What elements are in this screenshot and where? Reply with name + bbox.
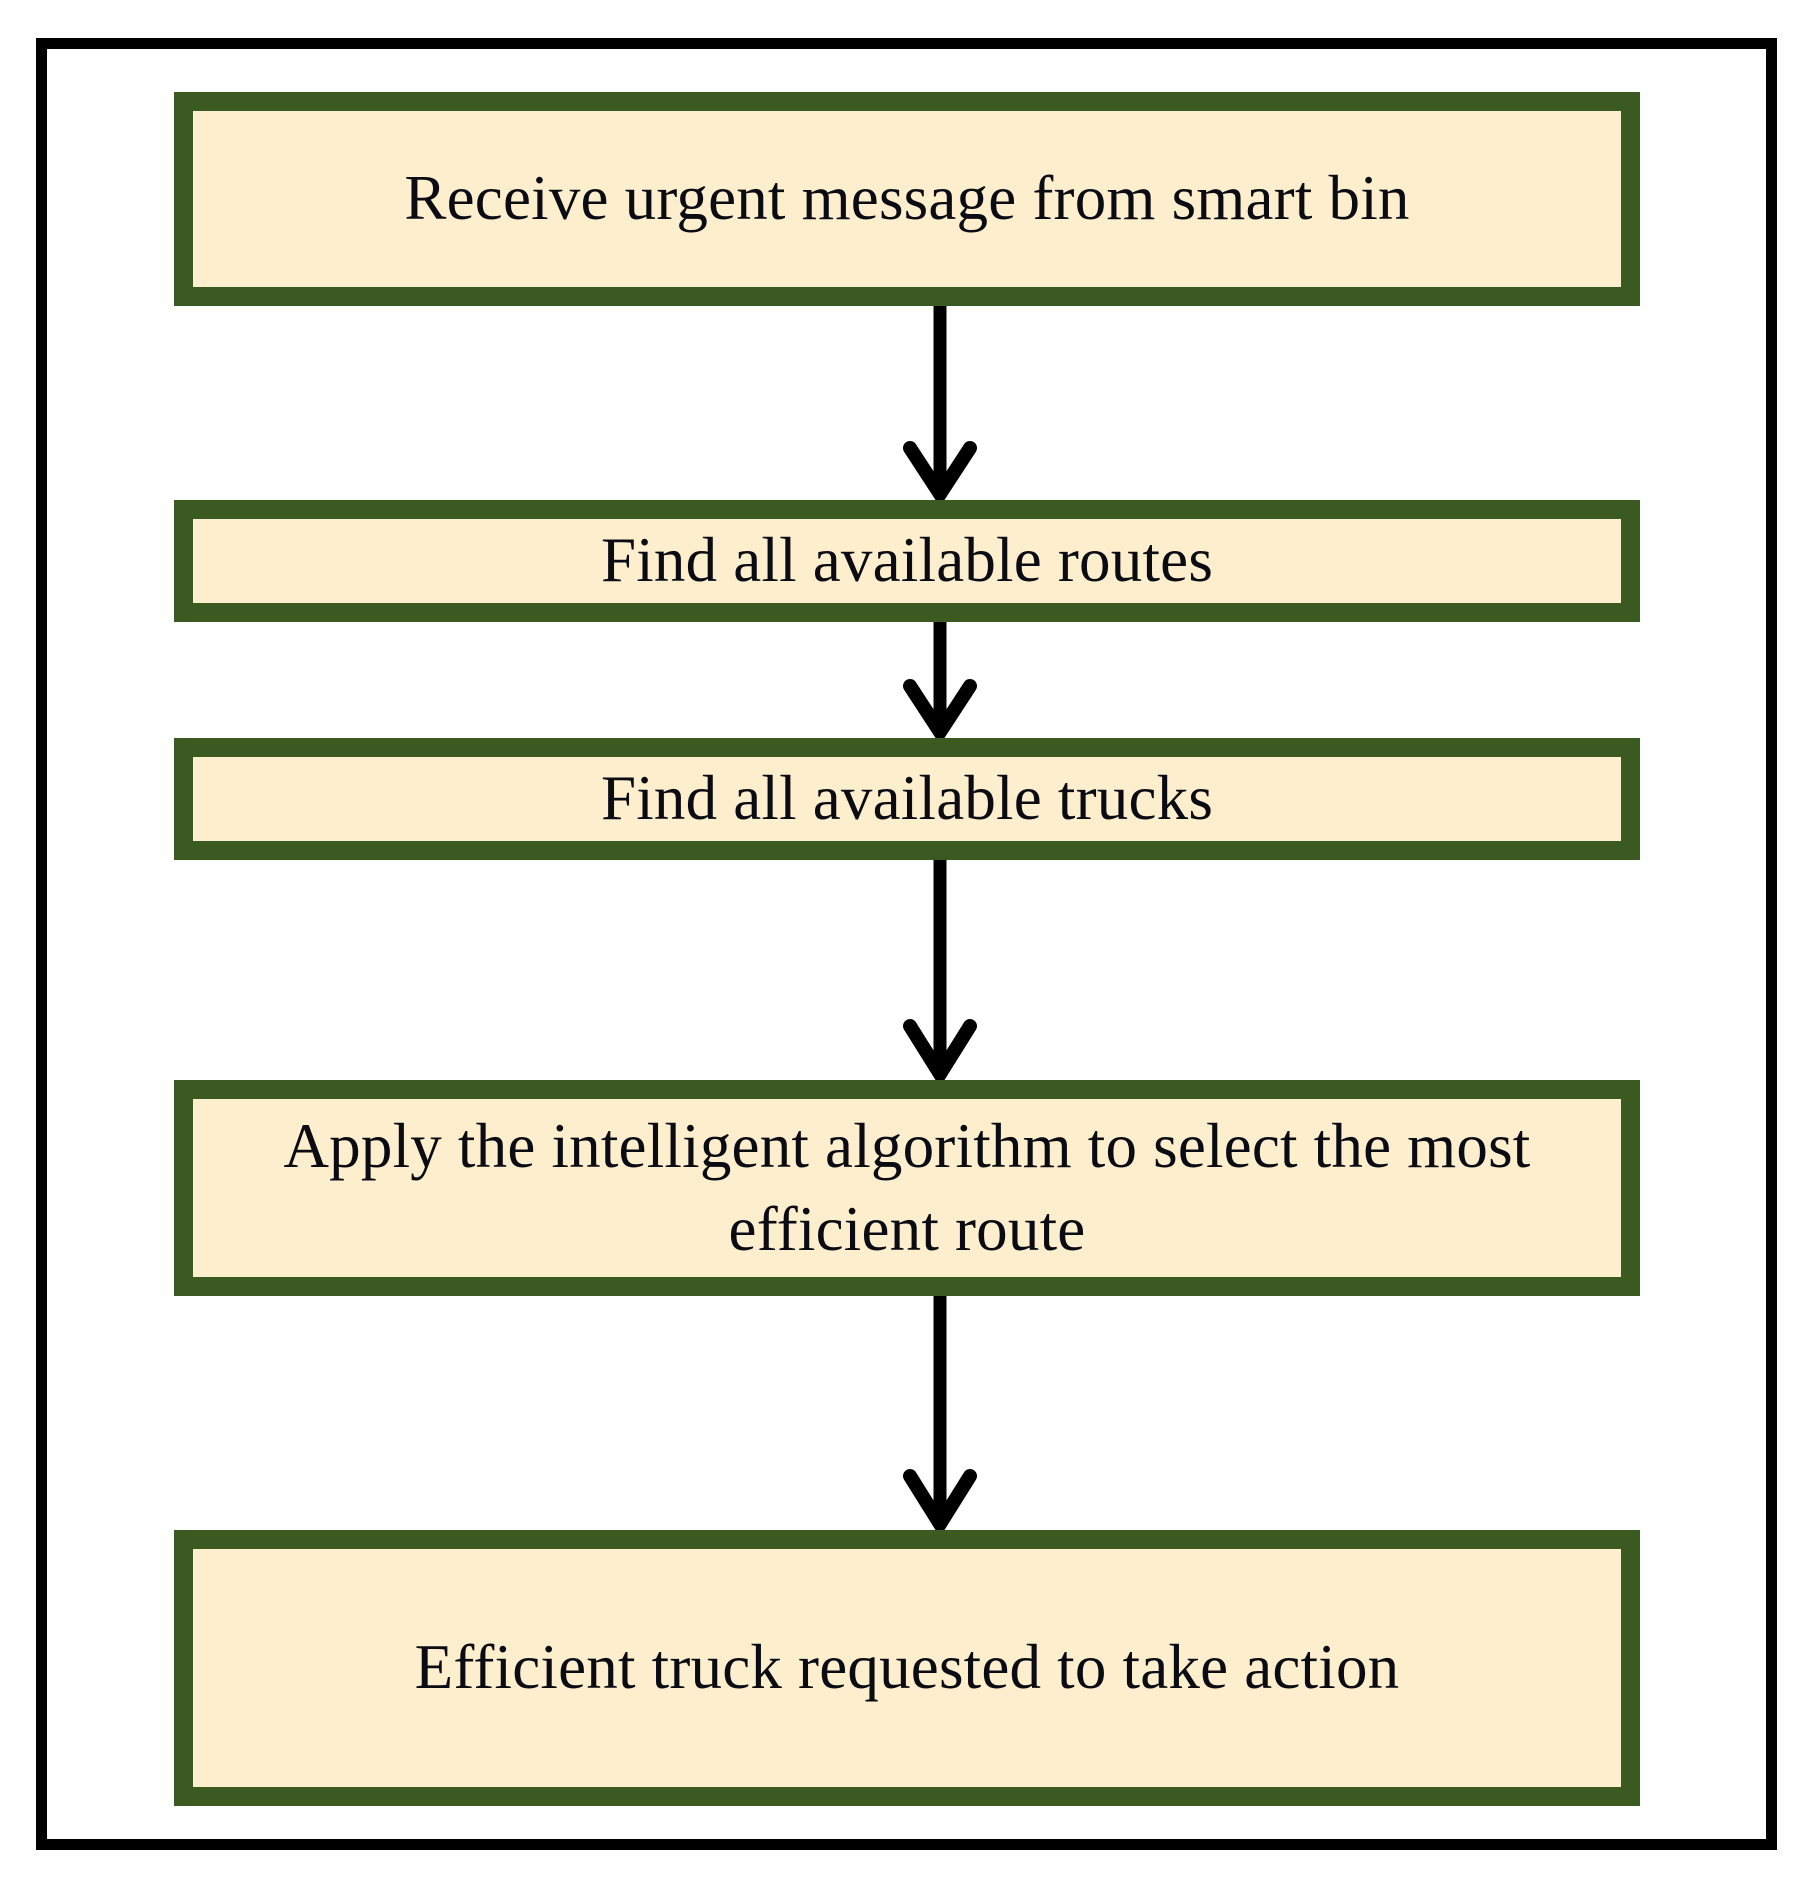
down-arrow-icon <box>903 622 977 738</box>
connector-arrow-1 <box>893 306 987 500</box>
connector-arrow-2 <box>893 622 987 738</box>
flowchart-node-find-available-routes[interactable]: Find all available routes <box>174 500 1640 622</box>
flow-stack: Receive urgent message from smart bin Fi… <box>174 92 1640 1806</box>
flowchart-node-label: Receive urgent message from smart bin <box>404 163 1410 234</box>
connector-arrow-4 <box>893 1296 987 1530</box>
outer-border-frame <box>36 38 1777 1850</box>
flowchart-node-label: Find all available trucks <box>600 763 1214 834</box>
down-arrow-icon <box>903 306 977 500</box>
flowchart-node-efficient-truck-requested[interactable]: Efficient truck requested to take action <box>174 1530 1640 1806</box>
down-arrow-icon <box>903 860 977 1080</box>
flowchart-node-label: Efficient truck requested to take action <box>414 1632 1400 1703</box>
down-arrow-icon <box>903 1296 977 1530</box>
flowchart-node-apply-intelligent-algorithm[interactable]: Apply the intelligent algorithm to selec… <box>174 1080 1640 1296</box>
connector-arrow-3 <box>893 860 987 1080</box>
flowchart-node-label: Apply the intelligent algorithm to selec… <box>283 1110 1531 1264</box>
flowchart-node-find-available-trucks[interactable]: Find all available trucks <box>174 738 1640 860</box>
flowchart-node-receive-urgent-message[interactable]: Receive urgent message from smart bin <box>174 92 1640 306</box>
flowchart-node-label: Find all available routes <box>600 525 1214 596</box>
